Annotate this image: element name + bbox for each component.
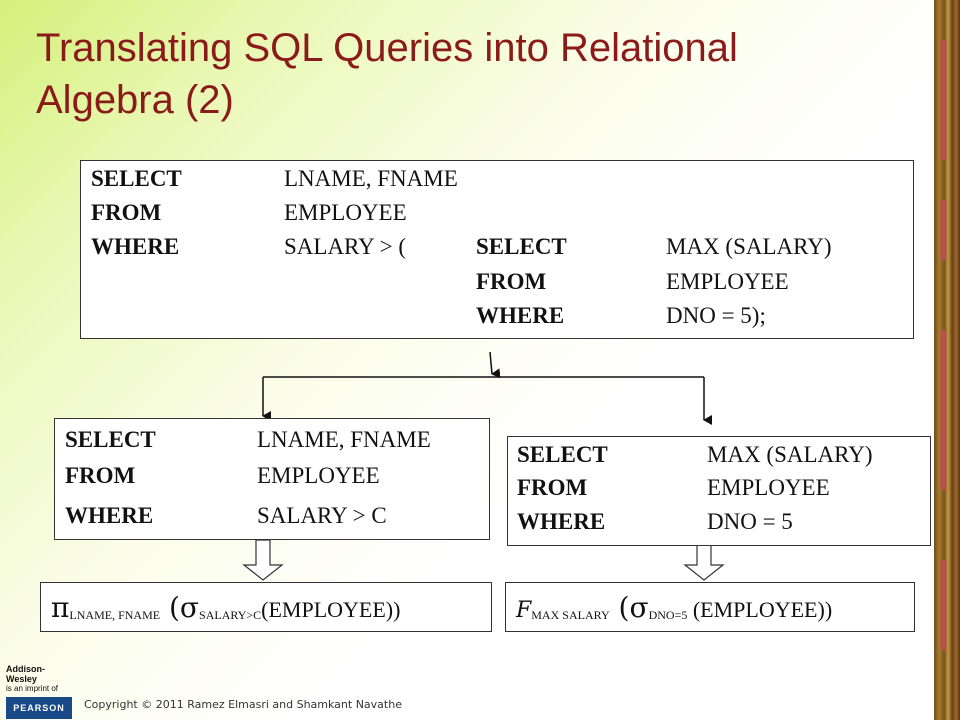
publisher-logo: Addison-Wesley is an imprint of PEARSON: [6, 664, 72, 719]
from-table: EMPLOYEE: [284, 200, 407, 225]
relation-name: (EMPLOYEE)): [261, 597, 401, 622]
main-row-where: WHERE SALARY > ( SELECT MAX (SALARY): [81, 234, 913, 264]
publisher-name: Addison-Wesley: [6, 664, 45, 684]
inner-select-column: MAX (SALARY): [666, 234, 832, 259]
select-columns: LNAME, FNAME: [284, 166, 458, 191]
outer-row-select: SELECT LNAME, FNAME: [55, 427, 489, 457]
outer-row-where: WHERE SALARY > C: [55, 503, 489, 533]
inner-keyword-where: WHERE: [476, 303, 565, 328]
inner-query-block: SELECT MAX (SALARY) FROM EMPLOYEE WHERE …: [507, 436, 931, 546]
from-table: EMPLOYEE: [707, 475, 830, 500]
where-condition: DNO = 5: [707, 509, 793, 534]
inner-keyword-from: FROM: [476, 269, 547, 294]
selection-condition: DNO=5: [648, 608, 688, 622]
main-row-inner-from: FROM EMPLOYEE: [81, 269, 913, 299]
outer-row-from: FROM EMPLOYEE: [55, 463, 489, 493]
slide-title-line-2: Algebra (2): [36, 78, 234, 122]
keyword-from: FROM: [91, 200, 162, 225]
keyword-select: SELECT: [517, 442, 608, 467]
selection-symbol: σ: [179, 591, 200, 624]
projection-symbol: π: [51, 591, 70, 624]
slide-title-line-1: Translating SQL Queries into Relational: [36, 26, 738, 70]
left-block-arrow: [242, 539, 284, 581]
publisher-imprint: is an imprint of: [6, 684, 59, 693]
keyword-from: FROM: [517, 475, 588, 500]
aggregate-function-symbol: F: [516, 598, 532, 623]
keyword-select: SELECT: [91, 166, 182, 191]
algebra-expression-outer: πLNAME, FNAME (σSALARY>C(EMPLOYEE)): [40, 582, 492, 632]
main-row-select: SELECT LNAME, FNAME: [81, 166, 913, 196]
projection-attributes: LNAME, FNAME: [69, 608, 161, 622]
open-paren: (: [160, 591, 180, 624]
slide-title: Translating SQL Queries into Relational …: [36, 22, 896, 126]
outer-query-block: SELECT LNAME, FNAME FROM EMPLOYEE WHERE …: [54, 418, 490, 540]
split-arrow-stem: [489, 351, 501, 379]
keyword-from: FROM: [65, 463, 136, 488]
copyright-notice: Copyright © 2011 Ramez Elmasri and Shamk…: [84, 698, 402, 711]
keyword-where: WHERE: [91, 234, 180, 259]
main-sql-query-box: SELECT LNAME, FNAME FROM EMPLOYEE WHERE …: [80, 160, 914, 339]
where-condition: SALARY > C: [257, 503, 387, 528]
decorative-side-bar: [934, 0, 960, 720]
from-table: EMPLOYEE: [257, 463, 380, 488]
inner-from-table: EMPLOYEE: [666, 269, 789, 294]
open-paren: (: [609, 591, 630, 624]
algebra-expression-inner: FMAX SALARY (σDNO=5 (EMPLOYEE)): [505, 582, 915, 632]
select-columns: LNAME, FNAME: [257, 427, 431, 452]
select-column: MAX (SALARY): [707, 442, 873, 467]
inner-row-select: SELECT MAX (SALARY): [508, 442, 930, 472]
selection-condition: SALARY>C: [199, 608, 262, 622]
main-row-from: FROM EMPLOYEE: [81, 200, 913, 230]
selection-symbol: σ: [629, 591, 649, 624]
inner-where-condition: DNO = 5);: [666, 303, 766, 328]
inner-row-where: WHERE DNO = 5: [508, 509, 930, 539]
keyword-select: SELECT: [65, 427, 156, 452]
relation-name: (EMPLOYEE)): [687, 597, 833, 622]
aggregate-function: MAX SALARY: [531, 608, 610, 622]
keyword-where: WHERE: [65, 503, 154, 528]
inner-row-from: FROM EMPLOYEE: [508, 475, 930, 505]
where-condition: SALARY > (: [284, 234, 407, 259]
pearson-logo: PEARSON: [6, 697, 72, 719]
main-row-inner-where: WHERE DNO = 5);: [81, 303, 913, 333]
keyword-where: WHERE: [517, 509, 606, 534]
inner-keyword-select: SELECT: [476, 234, 567, 259]
